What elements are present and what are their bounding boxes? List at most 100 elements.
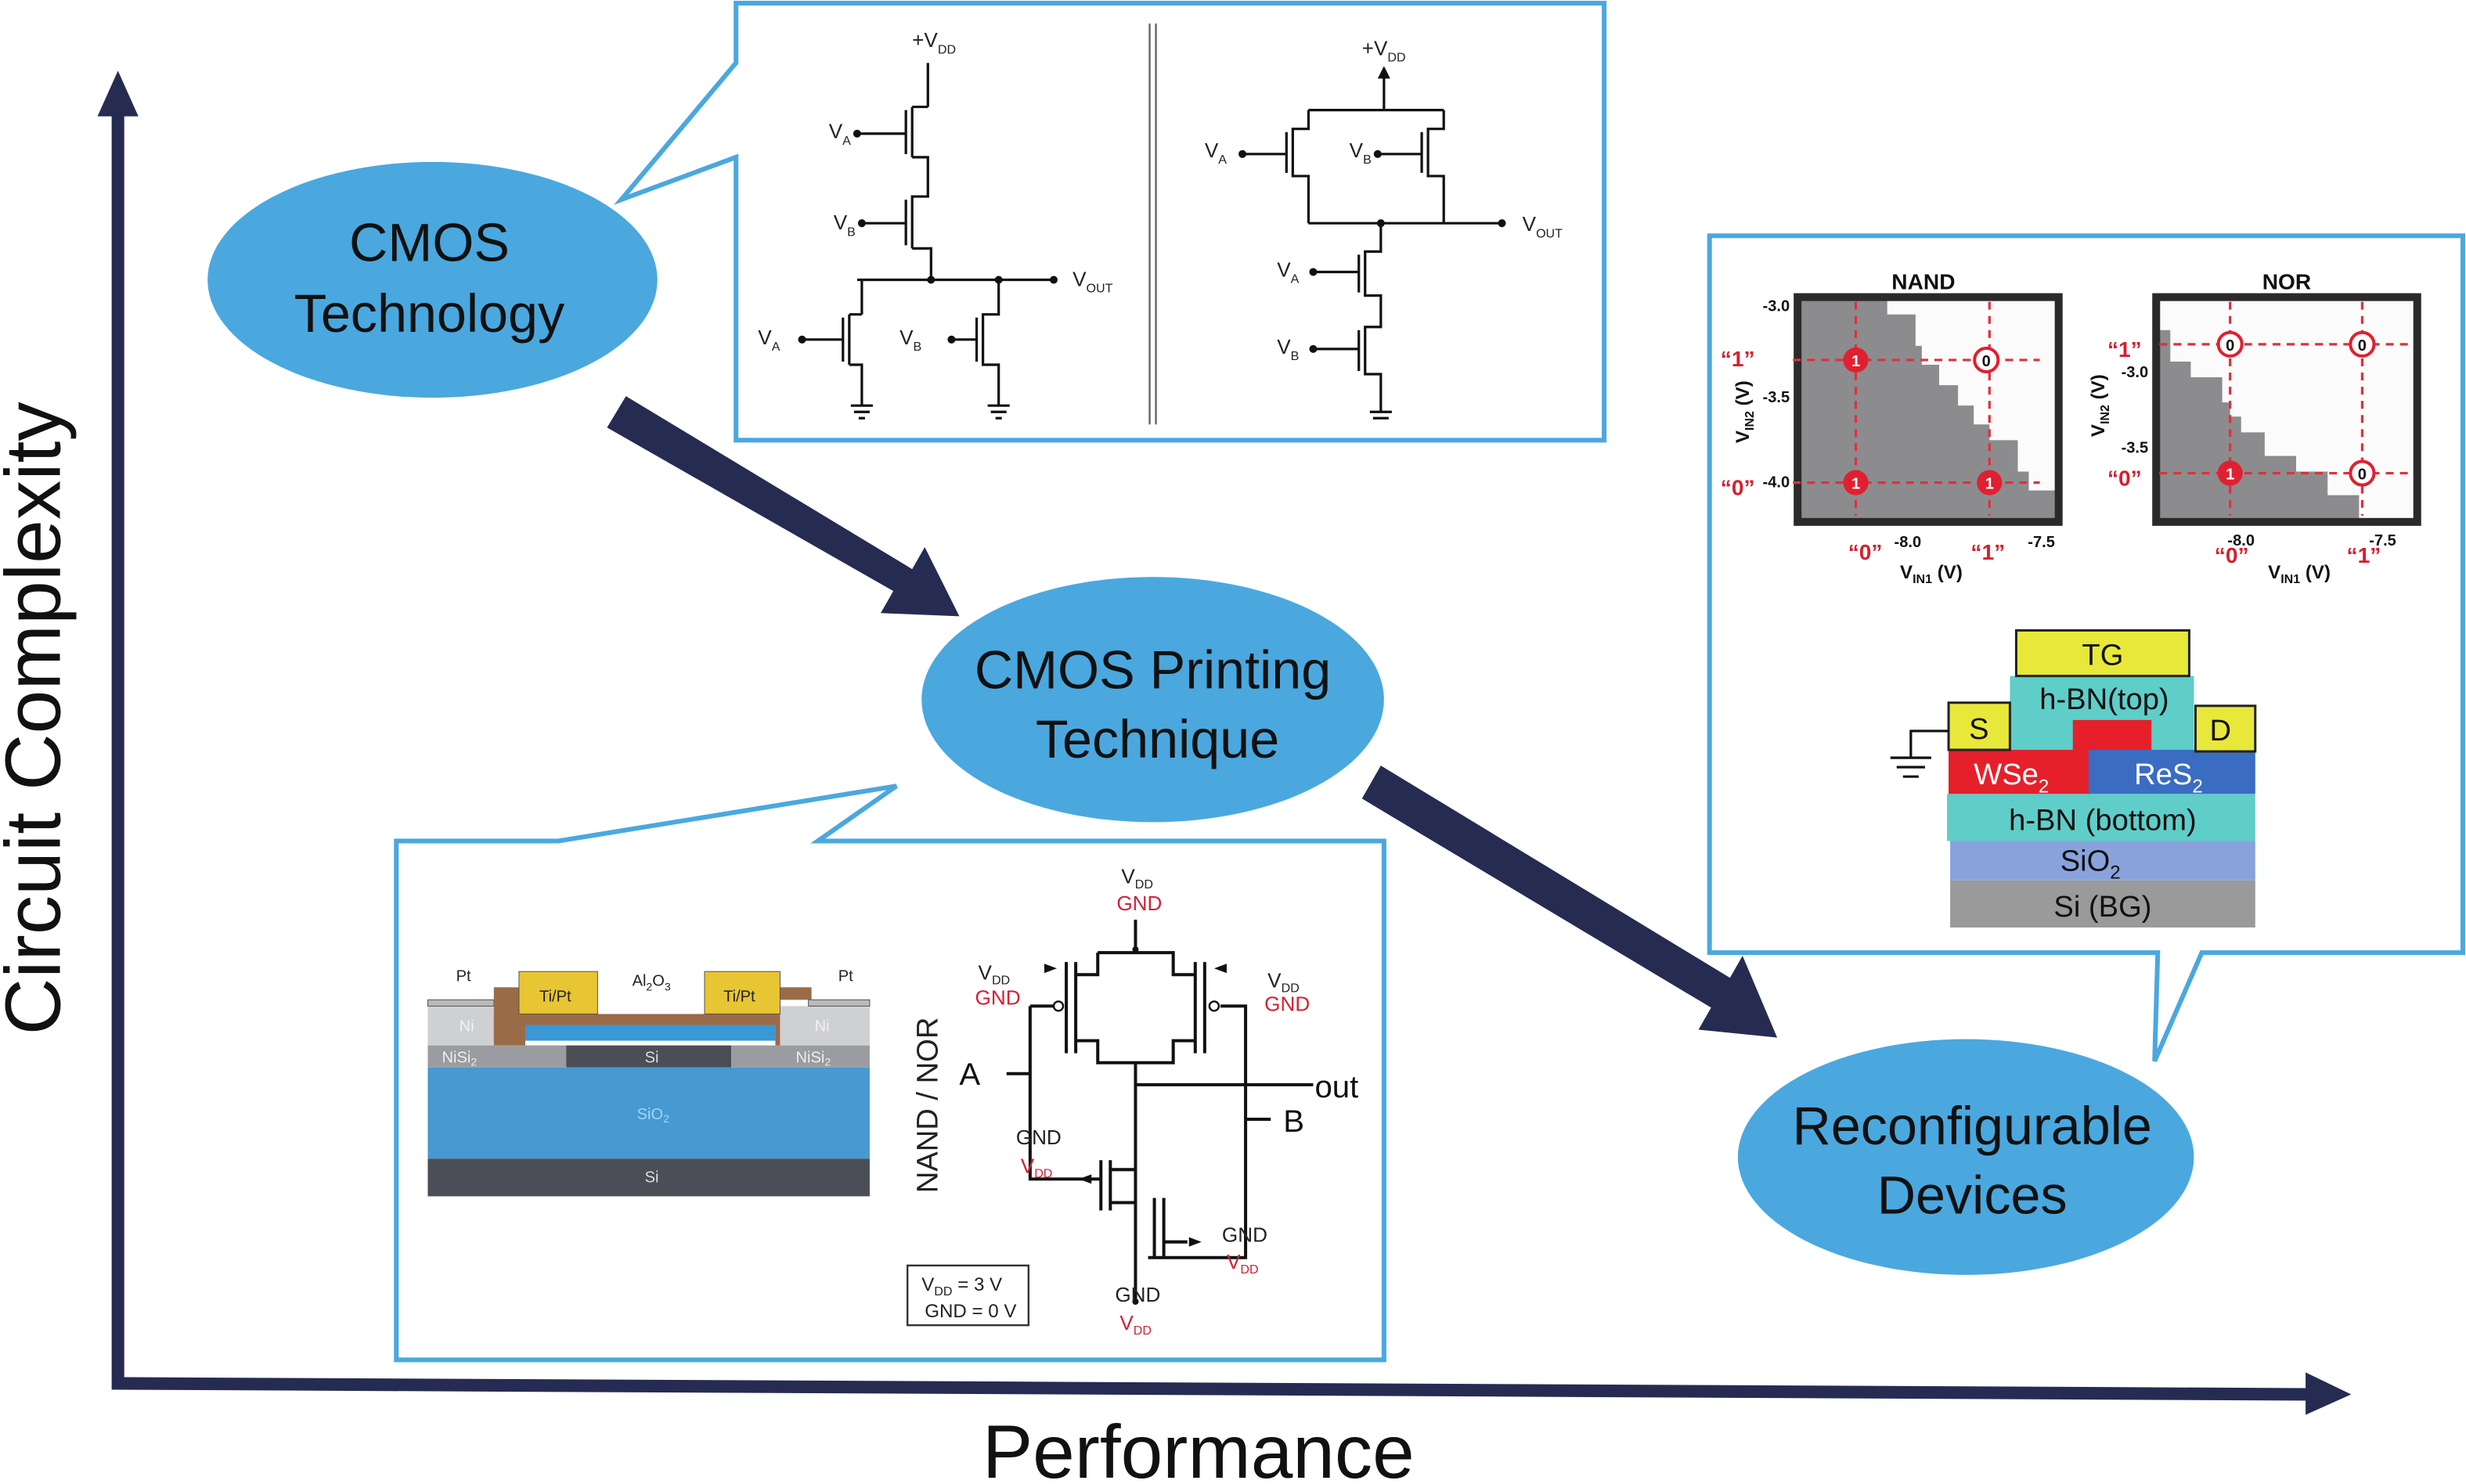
printing-callout: Pt Pt Ti/Pt Ti/Pt Al2O3 Ni Ni NiSi2 NiSi… bbox=[394, 783, 1386, 1363]
input-a-label: A bbox=[959, 1057, 980, 1092]
ground-icon bbox=[1890, 729, 1949, 778]
label: TG bbox=[2082, 639, 2123, 672]
output-label: out bbox=[1314, 1069, 1358, 1104]
si-label: Si bbox=[645, 1050, 659, 1067]
vb-label: VB bbox=[900, 326, 921, 354]
label: Reconfigurable bbox=[1793, 1097, 2152, 1156]
node-cmos-technology: CMOS Technology bbox=[207, 161, 658, 398]
label: “1” bbox=[1721, 347, 1755, 371]
pt-label: Pt bbox=[838, 967, 853, 985]
label: S bbox=[1969, 712, 1988, 746]
label: 1 bbox=[1985, 476, 1994, 493]
nisi2-label: NiSi2 bbox=[796, 1050, 831, 1068]
gnd-label: GND bbox=[1115, 1283, 1160, 1306]
label: 1 bbox=[1851, 353, 1860, 370]
ground-icon bbox=[850, 404, 1010, 420]
device-cross-section: Pt Pt Ti/Pt Ti/Pt Al2O3 Ni Ni NiSi2 NiSi… bbox=[427, 967, 871, 1197]
vb-label: VB bbox=[834, 211, 856, 239]
x-axis-label: Performance bbox=[982, 1410, 1415, 1484]
label: “0” bbox=[1721, 476, 1755, 500]
cmos-schematics-callout: +VDD VA VB VOUT VA VB +VDD VA VB VOUT VA… bbox=[613, 1, 1607, 443]
label: “1” bbox=[2107, 337, 2142, 362]
label: VIN2 (V) bbox=[1732, 380, 1757, 443]
vdd-label: VDD bbox=[979, 960, 1011, 987]
label: Si (BG) bbox=[2053, 890, 2151, 924]
vdd-label: +VDD bbox=[912, 28, 956, 56]
series-pmos-schematic: +VDD VA VB VOUT VA VB bbox=[758, 28, 1113, 420]
gnd-label: GND bbox=[1222, 1223, 1267, 1247]
arrow-tech-to-printing-icon bbox=[607, 396, 960, 617]
voltage-legend: VDD = 3 V GND = 0 V bbox=[906, 1264, 1030, 1327]
y-axis-arrowhead-icon bbox=[97, 70, 139, 117]
label: CMOS bbox=[349, 213, 510, 272]
nand-title: NAND bbox=[1891, 270, 1955, 294]
label: -3.5 bbox=[1763, 389, 1790, 406]
label: GND = 0 V bbox=[925, 1301, 1016, 1322]
si-label: Si bbox=[645, 1169, 659, 1186]
gnd-label: GND bbox=[975, 985, 1021, 1009]
sio2-label: SiO2 bbox=[637, 1106, 669, 1125]
label: SiO2 bbox=[2060, 845, 2121, 884]
label: -8.0 bbox=[2227, 532, 2255, 549]
al2o3-label: Al2O3 bbox=[633, 972, 671, 992]
label: 1 bbox=[2226, 466, 2234, 484]
label: “1” bbox=[1970, 540, 2005, 564]
vout-label: VOUT bbox=[1073, 268, 1112, 296]
label: Technique bbox=[1036, 710, 1279, 769]
label: WSe2 bbox=[1974, 758, 2049, 797]
label: “0” bbox=[2215, 543, 2249, 567]
nand-nor-label: NAND / NOR bbox=[910, 1018, 944, 1194]
label: 1 bbox=[1851, 476, 1860, 493]
tipt-label: Ti/Pt bbox=[539, 988, 571, 1005]
label: VDD = 3 V bbox=[921, 1274, 1002, 1298]
label: -7.5 bbox=[2028, 534, 2055, 551]
vb-label: VB bbox=[1350, 139, 1372, 167]
nor-map-plot: NOR 0 0 0 1 “1” -3.0 -3.5 “0” -8.0 -7.5 … bbox=[2088, 270, 2421, 586]
node-reconfigurable-devices: Reconfigurable Devices bbox=[1737, 1039, 2194, 1275]
x-axis-arrowhead-icon bbox=[2306, 1372, 2352, 1415]
vdd-label: VDD bbox=[1267, 968, 1300, 995]
device-layer-stack: TG h-BN(top) S D WSe2 ReS2 h-BN (bottom)… bbox=[1890, 629, 2257, 928]
va-label: VA bbox=[829, 120, 851, 148]
gnd-label: GND bbox=[1264, 992, 1310, 1015]
pt-label: Pt bbox=[456, 967, 471, 985]
vdd-label: VDD bbox=[1121, 865, 1153, 891]
vb-label: VB bbox=[1277, 335, 1299, 363]
label: Technology bbox=[294, 284, 564, 344]
vdd-label: VDD bbox=[1021, 1154, 1053, 1180]
va-label: VA bbox=[1277, 258, 1299, 286]
label: CMOS Printing bbox=[975, 641, 1331, 701]
vdd-label: +VDD bbox=[1362, 36, 1406, 64]
nisi2-label: NiSi2 bbox=[442, 1050, 478, 1068]
label: “0” bbox=[2107, 466, 2142, 491]
label: -8.0 bbox=[1895, 534, 1922, 551]
label: -4.0 bbox=[1763, 474, 1790, 492]
nand-map-plot: NAND 1 1 1 0 -3.0 -3.5 -4.0 “1” “0” -8.0… bbox=[1721, 270, 2063, 586]
label: 0 bbox=[2226, 337, 2234, 355]
arrow-printing-to-reconfig-icon bbox=[1361, 765, 1778, 1038]
input-b-label: B bbox=[1283, 1104, 1304, 1139]
x-axis bbox=[113, 1372, 2352, 1415]
label: h-BN (bottom) bbox=[2009, 803, 2197, 837]
label: 0 bbox=[2358, 337, 2367, 355]
ni-label: Ni bbox=[815, 1018, 830, 1036]
label: VIN1 (V) bbox=[1900, 562, 1963, 586]
label: -3.5 bbox=[2122, 439, 2149, 456]
label: Devices bbox=[1877, 1166, 2068, 1226]
vdd-label: VDD bbox=[1227, 1250, 1259, 1277]
gnd-label: GND bbox=[1116, 891, 1162, 915]
label: -3.0 bbox=[1763, 298, 1790, 315]
label: h-BN(top) bbox=[2039, 683, 2169, 716]
nand-nor-circuit: VDD GND VDD GND VDD GND A out B GND VDD … bbox=[959, 865, 1358, 1338]
gnd-label: GND bbox=[1016, 1126, 1062, 1149]
vdd-label: VDD bbox=[1119, 1311, 1152, 1338]
y-axis-label: Circuit Complexity bbox=[0, 402, 77, 1036]
reconfig-callout: NAND 1 1 1 0 -3.0 -3.5 -4.0 “1” “0” -8.0… bbox=[1707, 233, 2465, 1062]
y-axis bbox=[97, 70, 139, 1390]
label: 0 bbox=[2358, 466, 2367, 484]
tipt-label: Ti/Pt bbox=[723, 988, 755, 1005]
node-cmos-printing-technique: CMOS Printing Technique bbox=[921, 577, 1384, 823]
label: -3.0 bbox=[2122, 364, 2149, 381]
label: VIN1 (V) bbox=[2268, 562, 2331, 586]
